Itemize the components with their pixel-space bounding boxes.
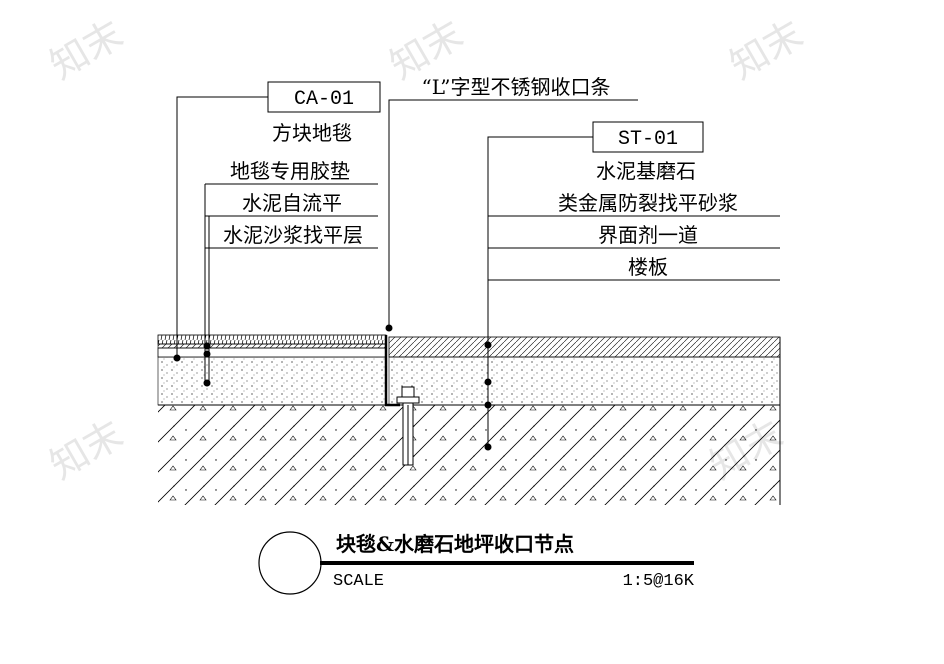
callout-left: CA-01 方块地毯 地毯专用胶垫 水泥自流平 水泥沙浆找平层	[223, 81, 381, 247]
watermark-text: 知末	[723, 12, 811, 88]
trim-label: “L”字型不锈钢收口条	[422, 75, 611, 99]
leader-dot	[173, 354, 181, 362]
layer-label: 地毯专用胶垫	[230, 159, 350, 183]
floor-slab	[158, 405, 780, 505]
tag-box	[592, 121, 704, 153]
tag-box	[267, 81, 381, 113]
carpet-tile	[157, 334, 387, 345]
leader-dot	[484, 378, 492, 386]
scale-label: SCALE	[333, 572, 384, 591]
title-block: 块毯&水磨石地坪收口节点 SCALE 1:5@16K	[258, 531, 695, 595]
leader-dot	[203, 342, 211, 350]
l-stainless-trim	[384, 335, 400, 407]
layer-label: 水泥基磨石	[596, 159, 696, 183]
layer-label: 类金属防裂找平砂浆	[558, 191, 738, 215]
layer-label: 水泥自流平	[242, 191, 342, 215]
layer-label: 方块地毯	[272, 121, 352, 145]
tag-label: CA-01	[294, 88, 354, 111]
tag-label: ST-01	[618, 128, 678, 151]
leader-dot	[484, 443, 492, 451]
leader-dot	[203, 379, 211, 387]
self-leveling-layer	[157, 347, 387, 358]
watermark-text: 知末	[43, 412, 131, 488]
layer-label: 楼板	[628, 255, 668, 279]
layer-label: 水泥沙浆找平层	[223, 223, 363, 247]
anti-crack-mortar	[388, 356, 781, 406]
layer-label: 界面剂一道	[598, 223, 698, 247]
anchor-bolt	[396, 386, 420, 466]
terrazzo-layer	[388, 336, 781, 358]
leader-dot	[484, 341, 492, 349]
leader-dot	[484, 401, 492, 409]
detail-circle	[258, 531, 322, 595]
floor-section	[157, 334, 781, 505]
drawing-title: 块毯&水磨石地坪收口节点	[336, 532, 574, 556]
scale-value: 1:5@16K	[623, 572, 695, 591]
leader-dot	[203, 350, 211, 358]
watermark-text: 知末	[43, 12, 131, 88]
callout-middle: “L”字型不锈钢收口条	[422, 75, 611, 99]
leader-dot	[385, 324, 393, 332]
callout-right: ST-01 水泥基磨石 类金属防裂找平砂浆 界面剂一道 楼板	[558, 121, 738, 279]
leader-lines	[173, 96, 780, 451]
mortar-leveling-layer	[157, 356, 387, 406]
carpet-underlay	[157, 343, 387, 349]
